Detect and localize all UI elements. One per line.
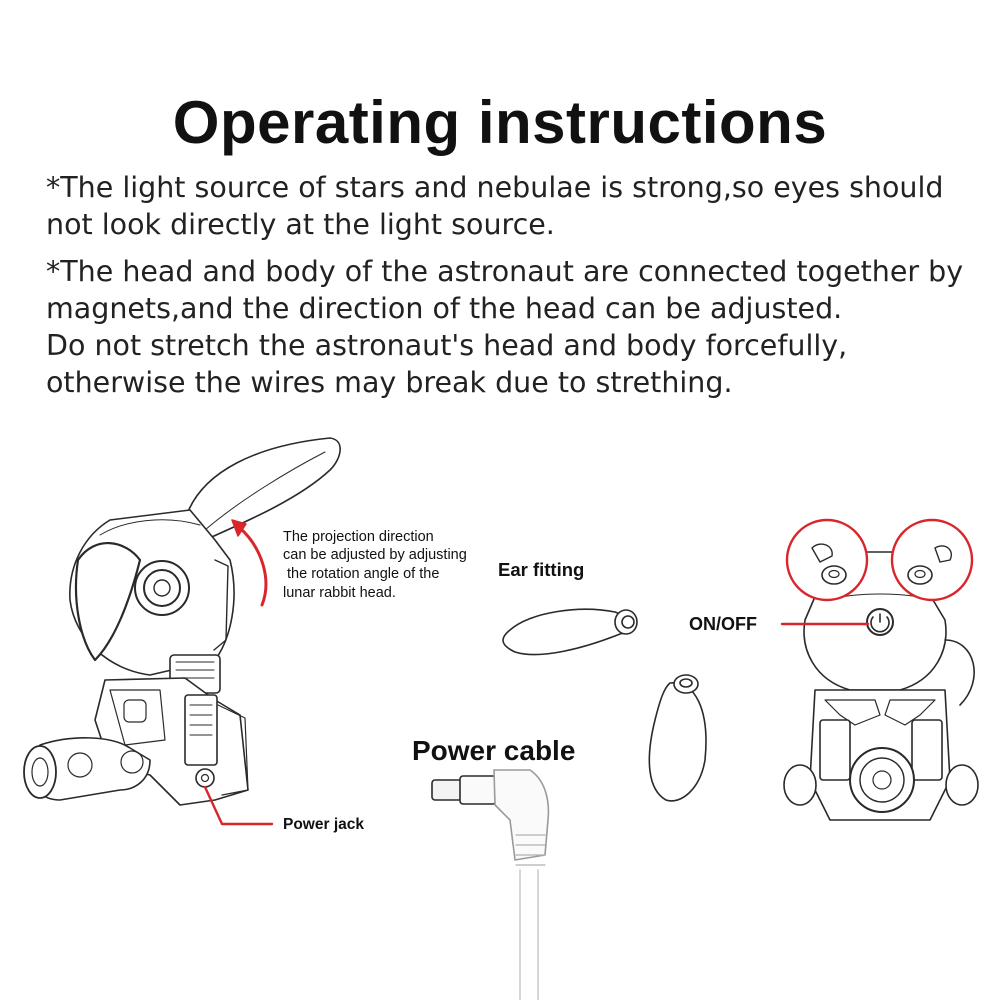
- power-jack-label: Power jack: [283, 816, 364, 833]
- on-off-label: ON/OFF: [689, 614, 757, 634]
- warning-eyes-line: not look directly at the light source.: [46, 208, 555, 241]
- ear-socket-detail-left: [785, 518, 869, 602]
- warning-magnets-line: Do not stretch the astronaut's head and …: [46, 329, 848, 362]
- astronaut-side-view: [23, 437, 341, 806]
- power-cable-illustration: [431, 769, 550, 1000]
- warning-magnets-line: *The head and body of the astronaut are …: [46, 255, 964, 288]
- ear-piece-vertical: [648, 674, 707, 802]
- projection-note-line: lunar rabbit head.: [283, 585, 396, 601]
- page-title: Operating instructions: [172, 89, 828, 156]
- projection-note-line: can be adjusted by adjusting: [283, 547, 467, 563]
- warning-eyes: *The light source of stars and nebulae i…: [46, 169, 986, 243]
- ear-piece-horizontal: [502, 608, 638, 656]
- ear-socket-detail-right: [890, 518, 974, 602]
- ear-fitting-label: Ear fitting: [498, 559, 584, 580]
- projection-note-line: the rotation angle of the: [283, 566, 439, 582]
- power-cable-label: Power cable: [412, 735, 575, 766]
- projection-note-line: The projection direction: [283, 529, 434, 545]
- warning-magnets-line: magnets,and the direction of the head ca…: [46, 292, 843, 325]
- warning-eyes-line: *The light source of stars and nebulae i…: [46, 171, 944, 204]
- rotation-arrowhead: [231, 519, 247, 537]
- rotation-arrow: [238, 526, 268, 607]
- power-jack-leader: [203, 785, 274, 826]
- warning-magnets-line: otherwise the wires may break due to str…: [46, 366, 733, 399]
- warning-magnets: *The head and body of the astronaut are …: [46, 253, 986, 401]
